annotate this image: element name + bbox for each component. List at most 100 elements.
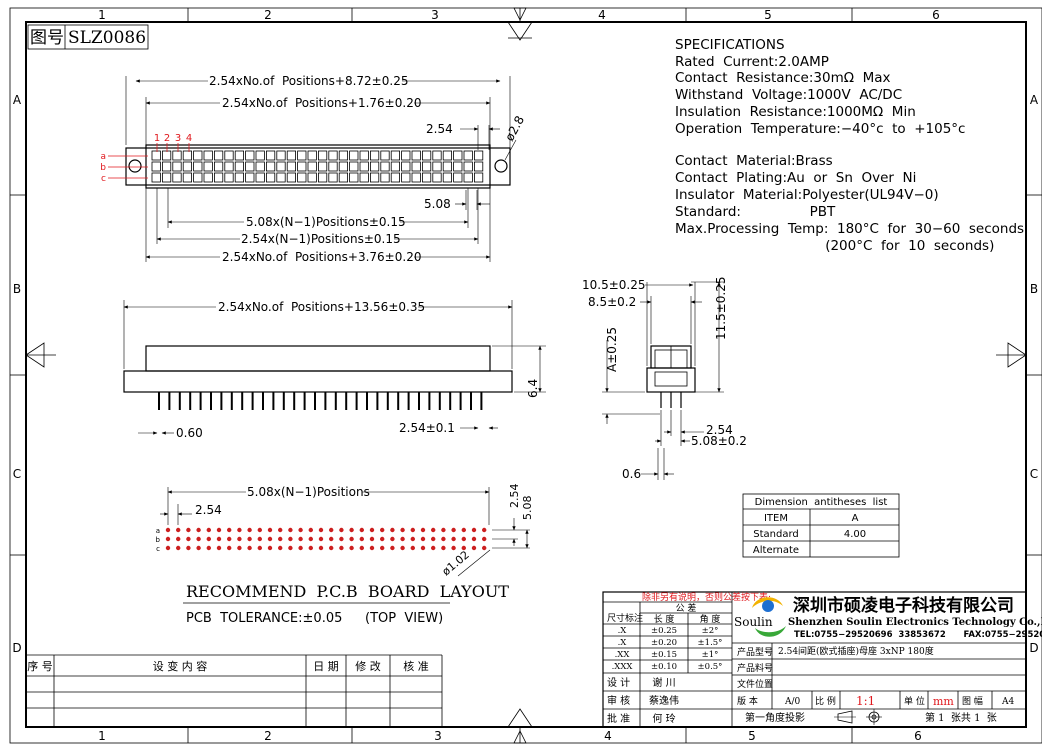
- pcb-hole: [288, 527, 293, 533]
- spec-line: Contact Resistance:30mΩ Max: [675, 70, 891, 86]
- contact-cell: [234, 172, 244, 183]
- contact-cell: [172, 161, 182, 172]
- pcb-hole: [420, 545, 426, 551]
- column-label: 2: [264, 8, 272, 22]
- approve-label: 批 准: [607, 712, 630, 725]
- specs-heading: SPECIFICATIONS: [675, 37, 785, 53]
- contact-cell: [453, 172, 463, 183]
- contact-cell: [328, 150, 338, 161]
- pcb-hole: [339, 536, 344, 542]
- column-label: 1: [98, 729, 106, 743]
- dim-side-pin: 0.6: [622, 467, 641, 481]
- pcb-hole: [318, 536, 324, 542]
- contact-cell: [473, 161, 484, 172]
- row-letter: c: [101, 174, 106, 184]
- spec-line: Contact Material:Brass: [675, 153, 833, 169]
- scale-label: 比 例: [815, 695, 836, 707]
- tolerance-cell: ±2°: [702, 626, 719, 636]
- review-label: 审 核: [607, 694, 630, 707]
- top-view: 1 2 3 4 a b c 2.54xNo.of Positions+8.72±…: [100, 74, 527, 264]
- contact-cell: [432, 161, 442, 172]
- dim-a: A±0.25: [605, 327, 619, 372]
- row-label: A: [13, 93, 22, 107]
- contact-cell: [161, 150, 172, 161]
- contact-cell: [255, 172, 265, 183]
- row-label: D: [12, 641, 21, 655]
- contact-cell: [380, 172, 390, 183]
- column-label: 6: [914, 729, 922, 743]
- contact-cell: [421, 172, 432, 183]
- pcb-hole: [237, 545, 242, 551]
- contact-cell: [203, 150, 213, 161]
- pcb-hole: [482, 545, 487, 551]
- contact-cell: [213, 161, 224, 172]
- pcb-title: RECOMMEND P.C.B BOARD LAYOUT: [186, 582, 509, 601]
- pcb-hole: [451, 536, 456, 542]
- pcb-hole: [227, 545, 232, 551]
- contact-cell: [265, 172, 276, 183]
- front-view: 2.54xNo.of Positions+13.56±0.35 6.4 0.60…: [123, 300, 546, 440]
- dim-table-header: A: [852, 513, 859, 524]
- pcb-hole: [431, 536, 436, 542]
- pcb-hole: [176, 527, 181, 533]
- pcb-hole: [482, 536, 487, 542]
- contact-cell: [380, 161, 390, 172]
- pcb-hole: [339, 545, 344, 551]
- logo-text: Soulin: [734, 615, 773, 629]
- pcb-hole: [288, 536, 293, 542]
- pcb-hole: [318, 545, 324, 551]
- pcb-hole: [165, 545, 171, 551]
- dim-w1: 10.5±0.25: [582, 278, 646, 292]
- contact-cell: [203, 161, 213, 172]
- product-code-label: 产品料号: [737, 662, 773, 674]
- specifications: SPECIFICATIONS Rated Current:2.0AMP Cont…: [675, 37, 1024, 254]
- contact-cell: [432, 150, 442, 161]
- column-label: 6: [932, 8, 940, 22]
- contact-cell: [338, 172, 349, 183]
- pcb-hole: [441, 545, 446, 551]
- pcb-hole: [431, 545, 436, 551]
- pcb-row-letter: c: [156, 545, 160, 553]
- pcb-hole: [206, 536, 211, 542]
- contact-cell: [317, 172, 328, 183]
- dim-span-508: 5.08x(N−1)Positions±0.15: [246, 215, 406, 229]
- pcb-hole: [216, 536, 222, 542]
- pcb-hole: [206, 527, 211, 533]
- contact-cell: [380, 150, 390, 161]
- spec-line: Rated Current:2.0AMP: [675, 54, 829, 70]
- pcb-dim-span: 5.08x(N−1)Positions: [247, 485, 370, 499]
- contact-cell: [390, 161, 401, 172]
- pin-number: 3: [175, 133, 181, 144]
- pcb-hole: [237, 527, 242, 533]
- dim-height: 6.4: [526, 379, 540, 398]
- pcb-hole: [267, 536, 273, 542]
- projection-label: 第一角度投影: [745, 711, 805, 724]
- contact-cell: [349, 161, 359, 172]
- tolerance-cell: ±0.25: [651, 626, 677, 636]
- contact-cell: [338, 150, 349, 161]
- tolerance-cell: ±0.20: [651, 638, 677, 648]
- pcb-row-letter: b: [156, 536, 161, 544]
- contact-cell: [442, 150, 453, 161]
- contact-cell: [453, 150, 463, 161]
- pcb-hole: [339, 527, 344, 533]
- contact-cell: [193, 161, 203, 172]
- pcb-hole: [390, 545, 395, 551]
- revision-header: 序 号: [27, 659, 53, 673]
- contact-cell: [359, 150, 369, 161]
- dim-bottom: 2.54xNo.of Positions+3.76±0.20: [222, 250, 421, 264]
- pcb-hole: [227, 536, 232, 542]
- tolerance-header: 角 度: [700, 613, 721, 625]
- contact-cell: [276, 172, 286, 183]
- pcb-layout: a b c 5.08x(N−1)Positions 2.54 2.54 5.08…: [156, 484, 534, 627]
- spec-line: Insulator Material:Polyester(UL94V−0): [675, 187, 939, 203]
- contact-cell: [172, 150, 182, 161]
- row-label: B: [13, 282, 21, 296]
- contact-cell: [203, 172, 213, 183]
- contact-cell: [442, 172, 453, 183]
- pcb-hole: [329, 536, 334, 542]
- contact-cell: [276, 150, 286, 161]
- contact-cell: [453, 161, 463, 172]
- tolerance-label: 尺寸标注: [607, 612, 643, 624]
